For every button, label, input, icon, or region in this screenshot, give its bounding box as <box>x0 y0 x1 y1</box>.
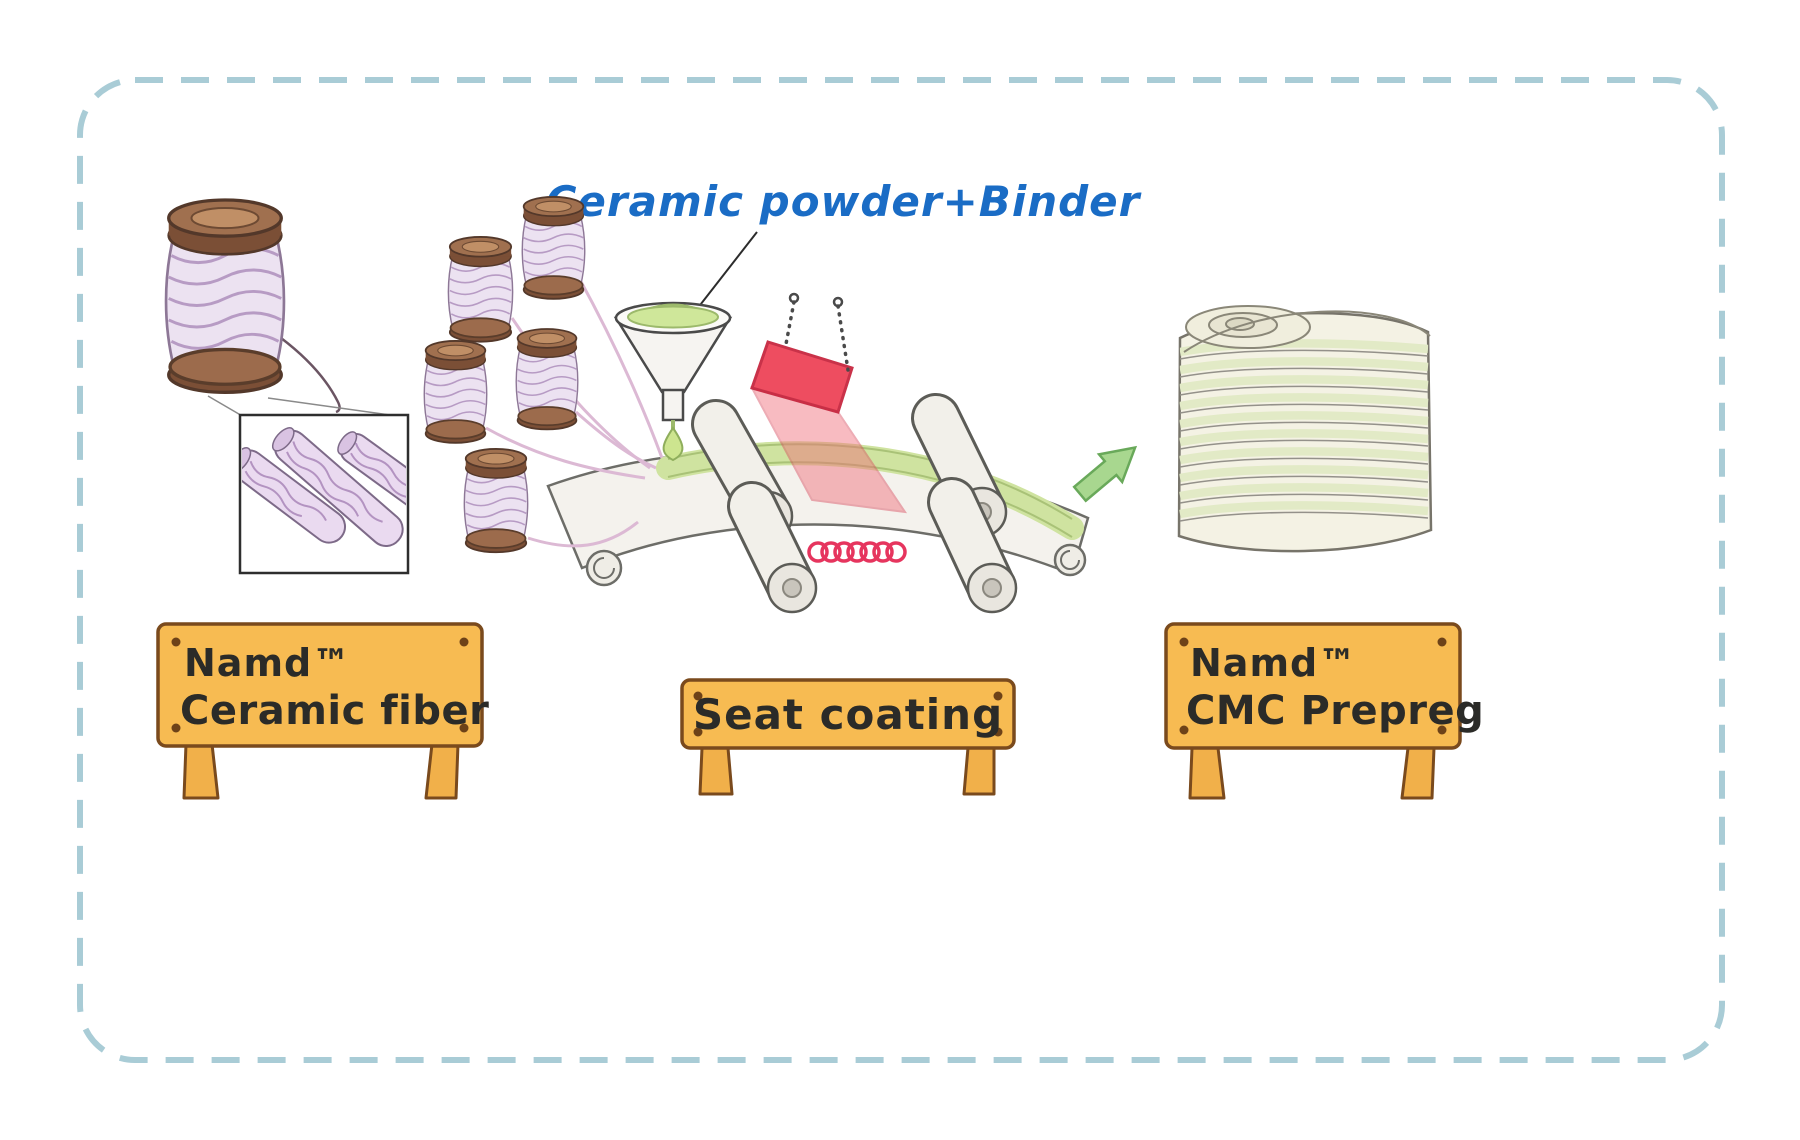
fiber-spool <box>447 235 514 343</box>
roller-axle <box>982 578 1002 598</box>
sign-text-line1: Namd™ <box>184 641 351 685</box>
chain-line <box>784 300 796 346</box>
sign-leg <box>1400 746 1436 800</box>
belt-roll-right-spiral <box>1060 550 1080 570</box>
coil-loop <box>885 541 907 563</box>
sign-text-line2: CMC Prepreg <box>1186 688 1484 734</box>
roller <box>927 477 1018 614</box>
fiber-spool <box>515 328 579 431</box>
fiber-spool <box>423 340 488 444</box>
sign-board <box>156 622 484 748</box>
roll-spiral-core <box>1225 317 1255 331</box>
chain-link <box>832 296 844 308</box>
sign-leg <box>962 746 996 796</box>
sign-nail <box>1437 725 1447 735</box>
fiber-strand <box>337 431 406 518</box>
sign-nail <box>1179 725 1189 735</box>
ceramic-powder <box>627 305 719 329</box>
loose-thread <box>280 337 341 414</box>
fiber-thread <box>485 426 646 480</box>
sign-seat-coating: Seat coating <box>680 678 1016 796</box>
binder-drop <box>662 426 684 462</box>
sign-leg <box>182 742 220 800</box>
sign-nail <box>171 723 181 733</box>
coil-loop <box>872 541 894 563</box>
fiber-thread <box>527 520 639 548</box>
fiber-strand <box>242 447 347 544</box>
callout-line <box>207 395 245 418</box>
roller <box>727 481 818 614</box>
belt-roll-left <box>585 549 623 587</box>
sign-leg <box>424 742 460 800</box>
prepreg-roll <box>1177 305 1433 553</box>
belt-roll-right <box>1053 543 1087 577</box>
sign-nail <box>693 691 703 701</box>
sign-text-line2: Ceramic fiber <box>180 688 489 734</box>
belt-roll-left-spiral <box>593 557 615 579</box>
funnel-stem <box>661 388 685 422</box>
sign-nail <box>1179 637 1189 647</box>
fiber-strand <box>271 427 404 547</box>
fiber-thread <box>576 275 664 459</box>
chain-link <box>788 292 800 304</box>
fiber-closeup-inset <box>207 395 410 575</box>
coil-loop <box>807 541 829 563</box>
sign-board <box>680 678 1016 750</box>
arrow-shape <box>1072 445 1138 503</box>
roll-wrap-edge <box>1183 310 1431 353</box>
roll-stripes <box>1179 339 1429 522</box>
sign-text-line1: Namd™ <box>1190 641 1357 685</box>
sign-nail <box>693 727 703 737</box>
heater-coil <box>807 541 907 563</box>
sign-board <box>1164 622 1462 750</box>
sign-cmc-prepreg: Namd™ CMC Prepreg <box>1164 622 1484 800</box>
flow-arrow-icon <box>1072 445 1138 503</box>
coil-loop <box>833 541 855 563</box>
sign-nail <box>171 637 181 647</box>
chain-line <box>836 304 850 372</box>
funnel <box>613 301 733 462</box>
roller-axle <box>782 578 802 598</box>
sign-text: Seat coating <box>693 690 1003 739</box>
sign-nail <box>993 727 1003 737</box>
sign-nail <box>993 691 1003 701</box>
coil-loop <box>820 541 842 563</box>
fiber-spool-large <box>164 198 286 394</box>
dashed-border <box>77 77 1725 1063</box>
fiber-spool <box>463 448 529 554</box>
coil-loop <box>859 541 881 563</box>
heater-chain <box>832 296 850 372</box>
heater-chain <box>784 292 800 346</box>
sign-leg <box>698 746 734 796</box>
heater-panel <box>750 340 854 414</box>
annotation-label: Ceramic powder+Binder <box>546 177 1142 226</box>
sign-ceramic-fiber: Namd™ Ceramic fiber <box>156 622 489 800</box>
sign-nail <box>459 723 469 733</box>
fiber-threads <box>280 275 664 548</box>
sign-nail <box>459 637 469 647</box>
sign-nail <box>1437 637 1447 647</box>
coil-loop <box>846 541 868 563</box>
fiber-thread <box>575 410 657 470</box>
fiber-spool <box>521 196 586 300</box>
sign-leg <box>1188 746 1226 800</box>
